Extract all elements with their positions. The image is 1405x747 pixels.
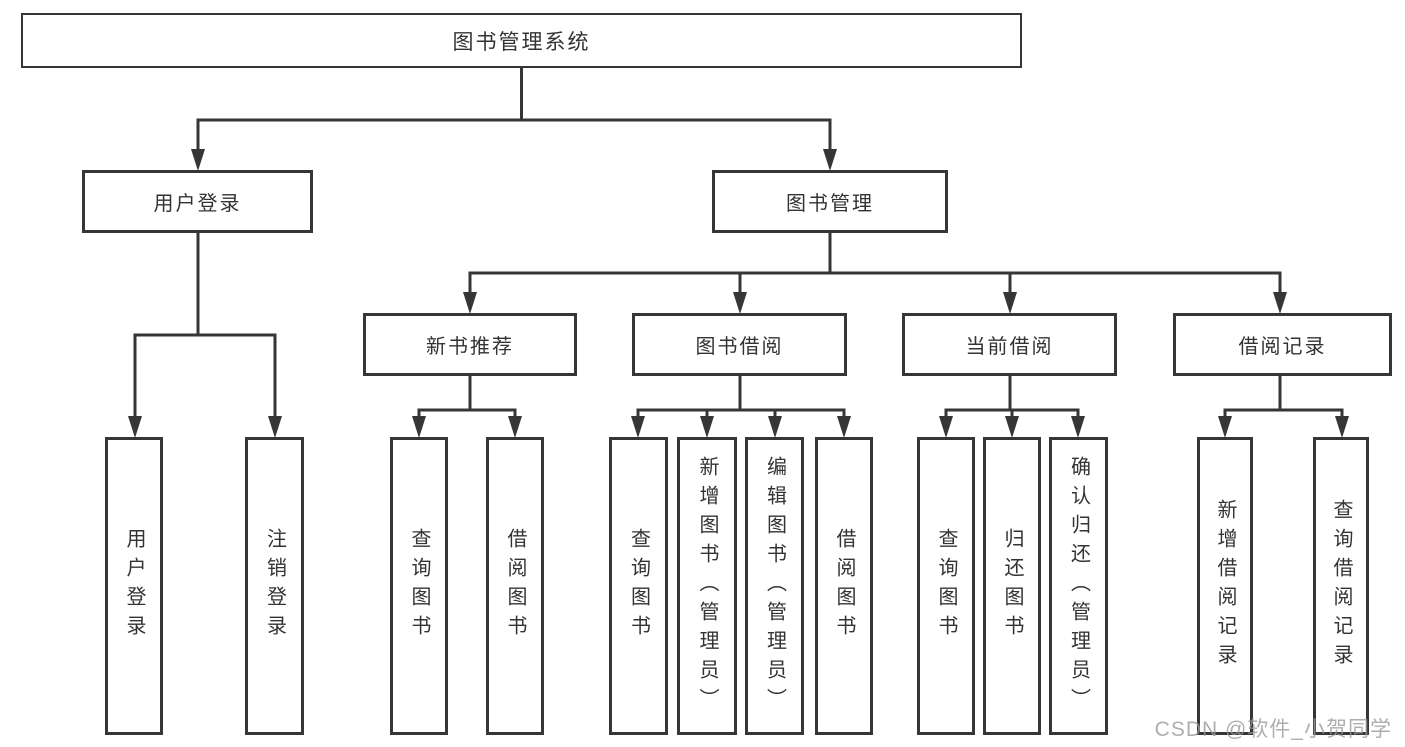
node-leaf-borrow-book-1: 借阅图书 xyxy=(486,437,544,735)
node-leaf-confirm-return-admin: 确认归还（管理员） xyxy=(1049,437,1108,735)
node-label: 借阅图书 xyxy=(833,528,855,644)
node-leaf-add-book-admin: 新增图书（管理员） xyxy=(677,437,737,735)
node-label: 借阅记录 xyxy=(1238,336,1327,358)
node-borrow-record: 借阅记录 xyxy=(1173,313,1392,376)
arrowhead xyxy=(837,416,851,438)
node-label: 注销登录 xyxy=(263,528,286,644)
node-leaf-edit-book-admin: 编辑图书（管理员） xyxy=(745,437,804,735)
arrowhead xyxy=(1003,292,1017,314)
node-label: 当前借阅 xyxy=(965,336,1054,358)
node-label: 新增借阅记录 xyxy=(1214,499,1236,673)
node-label: 查询借阅记录 xyxy=(1330,499,1352,673)
node-label: 归还图书 xyxy=(1001,528,1023,644)
arrowhead xyxy=(1071,416,1085,438)
csdn-watermark: CSDN @软件_小贺同学 xyxy=(1154,718,1392,741)
node-label: 用户登录 xyxy=(153,193,242,215)
arrowhead xyxy=(768,416,782,438)
node-label: 确认归还（管理员） xyxy=(1067,455,1090,717)
node-label: 新增图书（管理员） xyxy=(696,455,718,717)
node-leaf-query-borrow-record: 查询借阅记录 xyxy=(1313,437,1369,735)
node-label: 查询图书 xyxy=(627,528,650,644)
node-label: 编辑图书（管理员） xyxy=(763,455,786,717)
node-label: 图书管理系统 xyxy=(452,30,591,54)
edge-bookmgmt-split xyxy=(468,231,1282,296)
arrowhead xyxy=(191,149,205,171)
node-label: 查询图书 xyxy=(408,528,430,644)
node-current-borrow: 当前借阅 xyxy=(902,313,1117,376)
node-label: 查询图书 xyxy=(935,528,957,644)
arrowhead xyxy=(1005,416,1019,438)
node-label: 新书推荐 xyxy=(426,336,514,358)
edge-borrow-split xyxy=(636,374,846,420)
edge-root-split xyxy=(196,66,832,153)
node-leaf-borrow-book-2: 借阅图书 xyxy=(815,437,873,735)
arrowhead xyxy=(463,292,477,314)
node-leaf-user-login: 用户登录 xyxy=(105,437,163,735)
arrowhead xyxy=(631,416,645,438)
arrowhead xyxy=(128,416,142,438)
edge-record-split xyxy=(1223,374,1344,420)
arrowhead xyxy=(700,416,714,438)
node-user-login: 用户登录 xyxy=(82,170,313,233)
node-leaf-logout: 注销登录 xyxy=(245,437,304,735)
node-label: 图书管理 xyxy=(786,193,874,215)
node-leaf-query-book-1: 查询图书 xyxy=(390,437,448,735)
node-label: 借阅图书 xyxy=(504,528,526,644)
edge-newbook-split xyxy=(417,374,517,420)
arrowhead xyxy=(939,416,953,438)
node-leaf-query-book-3: 查询图书 xyxy=(917,437,975,735)
arrowhead xyxy=(1335,416,1349,438)
node-leaf-return-book: 归还图书 xyxy=(983,437,1041,735)
node-leaf-query-book-2: 查询图书 xyxy=(609,437,668,735)
arrowhead xyxy=(1218,416,1232,438)
node-new-book-recommend: 新书推荐 xyxy=(363,313,577,376)
node-leaf-add-borrow-record: 新增借阅记录 xyxy=(1197,437,1253,735)
arrowhead xyxy=(508,416,522,438)
node-book-management: 图书管理 xyxy=(712,170,948,233)
edge-userlogin-split xyxy=(133,231,277,420)
arrowhead xyxy=(733,292,747,314)
arrowhead xyxy=(412,416,426,438)
node-book-borrow: 图书借阅 xyxy=(632,313,847,376)
node-root: 图书管理系统 xyxy=(21,13,1022,68)
node-label: 用户登录 xyxy=(123,528,145,644)
arrowhead xyxy=(1273,292,1287,314)
arrowhead xyxy=(823,149,837,171)
edge-current-split xyxy=(944,374,1080,420)
arrowhead xyxy=(268,416,282,438)
node-label: 图书借阅 xyxy=(695,336,784,358)
